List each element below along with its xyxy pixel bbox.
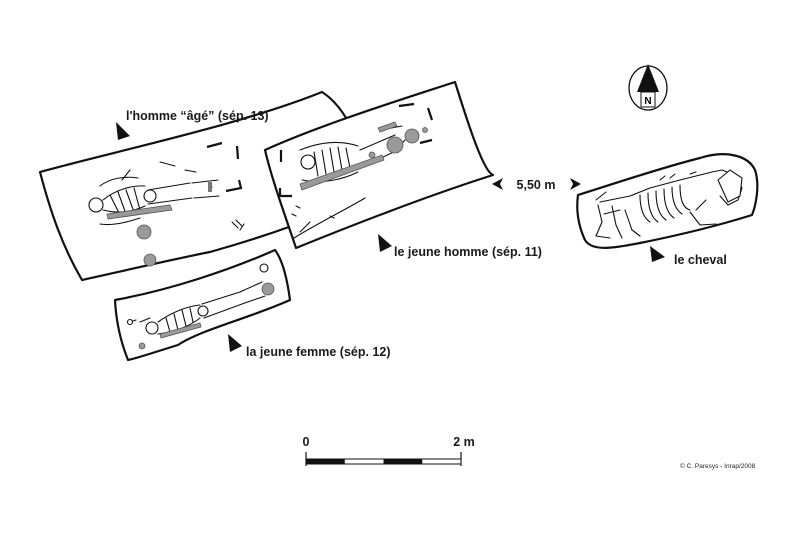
scale-bar: 0 2 m <box>303 435 475 466</box>
grave-12 <box>113 248 292 362</box>
label-young-woman: la jeune femme (sép. 12) <box>246 345 391 359</box>
label-distance: 5,50 m <box>517 178 556 192</box>
north-arrow-icon: N <box>628 64 668 111</box>
grave-11 <box>263 80 495 250</box>
credit-text: © C. Paresys - Inrap/2008 <box>680 462 756 470</box>
pointer-man-old-icon <box>116 122 130 140</box>
label-young-man: le jeune homme (sép. 11) <box>394 245 542 259</box>
pointer-young-man-icon <box>378 234 392 252</box>
horse-pit <box>576 153 759 249</box>
label-man-old: l'homme “âgé” (sép. 13) <box>126 109 269 123</box>
distance-right-arrow-icon <box>570 178 581 190</box>
scale-end: 2 m <box>453 435 475 449</box>
distance-left-arrow-icon <box>492 178 503 190</box>
pointer-young-woman-icon <box>228 334 242 352</box>
scale-start: 0 <box>303 435 310 449</box>
label-horse: le cheval <box>674 253 727 267</box>
north-letter: N <box>644 96 651 107</box>
pointer-horse-icon <box>650 246 665 262</box>
